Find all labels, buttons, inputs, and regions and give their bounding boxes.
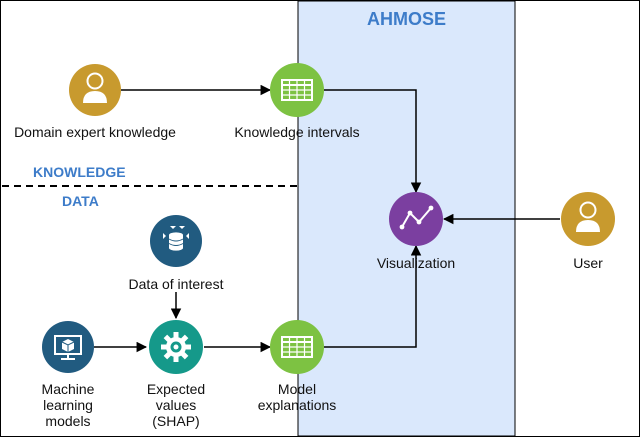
expected-values-label-line-3: (SHAP)	[152, 413, 200, 429]
knowledge-intervals-label: Knowledge intervals	[234, 124, 360, 140]
panel-title: AHMOSE	[366, 9, 446, 29]
ml-models-label-line-2: learning	[43, 397, 93, 413]
domain-expert-label: Domain expert knowledge	[14, 124, 176, 140]
arrow-explanations-to-visualization	[324, 244, 422, 348]
data-of-interest-label: Data of interest	[128, 276, 224, 292]
domain-expert-user-icon	[69, 64, 121, 116]
section-label-knowledge: KNOWLEDGE	[33, 164, 126, 180]
ml-models-label-line-1: Machine	[41, 381, 95, 397]
knowledge-intervals-table-icon	[270, 63, 324, 117]
data-of-interest-database-icon	[150, 215, 202, 267]
expected-values-gear-icon	[149, 320, 203, 374]
model-explanations-label-line-2: explanations	[257, 397, 337, 413]
visualization-label: Visualization	[376, 255, 456, 271]
model-explanations-table-icon	[270, 320, 324, 374]
ml-models-label: Machine learning models	[18, 381, 118, 429]
arrow-intervals-to-visualization	[324, 89, 422, 194]
expected-values-label-line-2: values	[155, 397, 197, 413]
model-explanations-label: Model explanations	[237, 381, 357, 413]
expected-values-label-line-1: Expected	[146, 381, 206, 397]
user-label: User	[573, 255, 603, 271]
ml-models-monitor-cube-icon	[42, 321, 94, 373]
expected-values-label: Expected values (SHAP)	[126, 381, 226, 429]
user-icon	[561, 192, 615, 246]
section-label-data: DATA	[62, 193, 99, 209]
model-explanations-label-line-1: Model	[277, 381, 317, 397]
visualization-line-chart-icon	[389, 192, 443, 246]
ml-models-label-line-3: models	[45, 413, 91, 429]
